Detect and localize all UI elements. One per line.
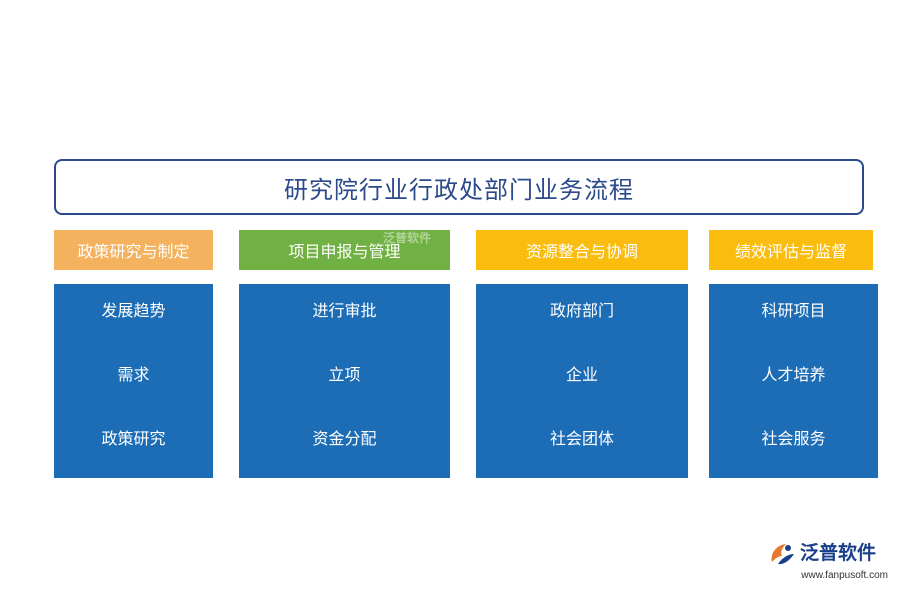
list-item: 政策研究 [101, 429, 166, 448]
diagram-title-box: 研究院行业行政处部门业务流程 [54, 159, 864, 215]
column-panel-resource: 政府部门 企业 社会团体 [476, 284, 688, 478]
list-item: 企业 [565, 365, 598, 384]
list-item: 社会团体 [549, 429, 614, 448]
list-item: 进行审批 [312, 301, 377, 320]
list-item: 政府部门 [549, 301, 614, 320]
list-item: 立项 [328, 365, 361, 384]
column-header-project: 项目申报与管理 [239, 230, 450, 270]
list-item: 资金分配 [312, 429, 377, 448]
list-item: 需求 [117, 365, 150, 384]
column-header-label: 资源整合与协调 [525, 242, 638, 261]
column-header-resource: 资源整合与协调 [476, 230, 688, 270]
list-item: 社会服务 [761, 429, 826, 448]
brand-logo: 泛普软件 www.fanpusoft.com [768, 538, 888, 588]
list-item: 人才培养 [761, 365, 826, 384]
column-header-label: 绩效评估与监督 [734, 242, 847, 261]
diagram-title: 研究院行业行政处部门业务流程 [284, 175, 634, 204]
column-header-label: 政策研究与制定 [77, 242, 190, 261]
column-panel-policy: 发展趋势 需求 政策研究 [54, 284, 213, 478]
column-panel-project: 进行审批 立项 资金分配 [239, 284, 450, 478]
column-header-evaluation: 绩效评估与监督 [709, 230, 873, 270]
fanpu-logo-icon [771, 544, 794, 565]
column-header-label: 项目申报与管理 [288, 242, 401, 261]
brand-name: 泛普软件 [800, 542, 877, 564]
column-panel-evaluation: 科研项目 人才培养 社会服务 [709, 284, 878, 478]
list-item: 科研项目 [761, 301, 826, 320]
list-item: 发展趋势 [101, 301, 166, 320]
brand-url: www.fanpusoft.com [801, 570, 888, 581]
column-header-policy: 政策研究与制定 [54, 230, 213, 270]
